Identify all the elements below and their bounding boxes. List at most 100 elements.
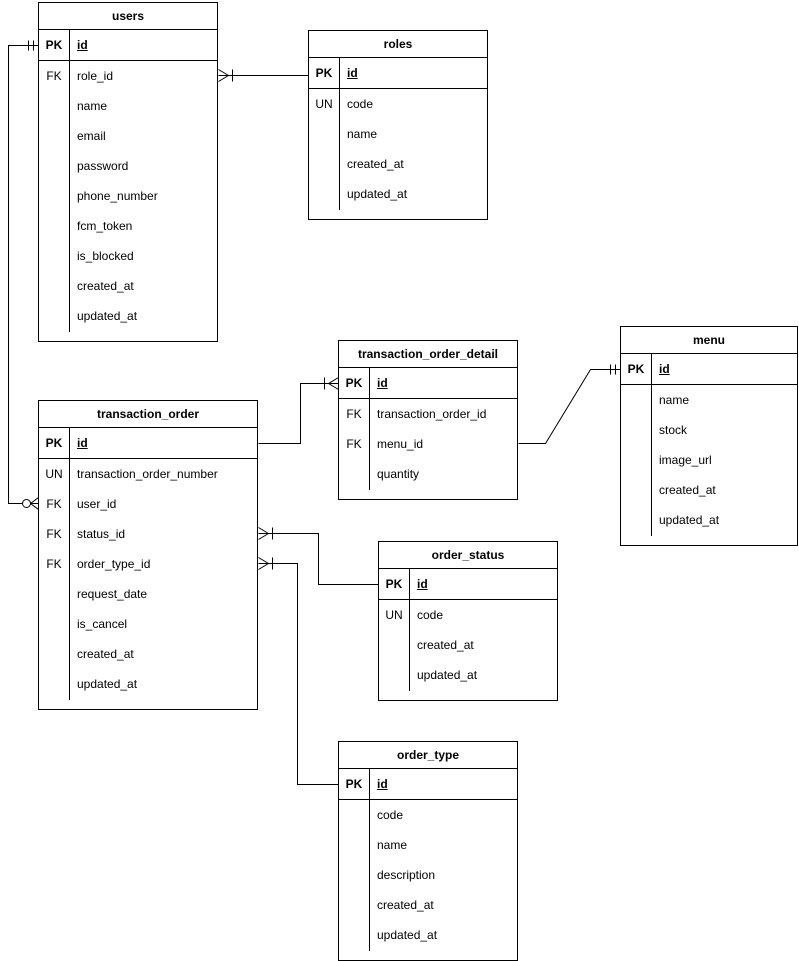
row-field-name: transaction_order_number: [77, 467, 218, 481]
key-column-divider: [369, 769, 370, 951]
row-field-name: code: [347, 97, 374, 111]
row-key-label: PK: [45, 38, 63, 52]
entity-row: UN code: [379, 600, 557, 630]
entity-row: name: [621, 385, 797, 415]
row-field-name: created_at: [417, 638, 474, 652]
cardinality-zero-or-many-icon: [30, 497, 39, 510]
relationship-line: [518, 369, 621, 444]
row-field-name: id: [347, 66, 358, 80]
key-column-divider: [369, 368, 370, 490]
row-field-name: menu_id: [377, 437, 424, 451]
row-field-name: name: [377, 838, 408, 852]
row-key-label: PK: [345, 777, 363, 791]
entity-row: request_date: [39, 579, 257, 609]
entity-row: is_blocked: [39, 241, 217, 271]
row-field-name: id: [417, 577, 428, 591]
row-field-name: created_at: [659, 483, 716, 497]
relationship-line: [258, 383, 339, 444]
row-field-name: updated_at: [659, 513, 720, 527]
entity-row: updated_at: [339, 920, 517, 950]
row-field-name: code: [417, 608, 444, 622]
relationship-line: [258, 533, 379, 585]
relationship-transaction_order-status_id--order_status-id[interactable]: [258, 527, 379, 585]
entity-row: phone_number: [39, 181, 217, 211]
entity-row: updated_at: [621, 505, 797, 535]
row-field-name: order_type_id: [77, 557, 151, 571]
row-key-label: PK: [315, 66, 333, 80]
row-field-name: updated_at: [377, 928, 438, 942]
row-field-name: created_at: [377, 898, 434, 912]
row-key-label: UN: [385, 608, 403, 622]
row-field-name: password: [77, 159, 129, 173]
row-field-name: updated_at: [347, 187, 408, 201]
relationship-transaction_order_detail-menu_id--menu-id[interactable]: [518, 364, 621, 444]
row-key-label: UN: [315, 97, 333, 111]
entity-row: fcm_token: [39, 211, 217, 241]
cardinality-zero-circle-icon: [22, 499, 31, 508]
row-field-name: status_id: [77, 527, 126, 541]
entity-row: stock: [621, 415, 797, 445]
row-key-label: PK: [385, 577, 403, 591]
entity-title: users: [39, 3, 217, 30]
relationship-users-role_id--roles-id[interactable]: [218, 69, 309, 82]
cardinality-one-or-many-icon: [258, 557, 273, 570]
row-field-name: created_at: [77, 279, 134, 293]
row-field-name: updated_at: [77, 677, 138, 691]
row-key-label: FK: [46, 497, 62, 511]
entity-row: is_cancel: [39, 609, 257, 639]
entity-row: email: [39, 121, 217, 151]
entity-title: order_type: [339, 742, 517, 769]
row-field-name: code: [377, 808, 404, 822]
entity-row: password: [39, 151, 217, 181]
entity-row: updated_at: [39, 669, 257, 699]
entity-row: UN code: [309, 89, 487, 119]
row-field-name: name: [347, 127, 378, 141]
relationship-line: [8, 45, 39, 504]
row-key-label: PK: [345, 376, 363, 390]
row-field-name: email: [77, 129, 106, 143]
row-field-name: created_at: [347, 157, 404, 171]
relationship-line: [258, 563, 339, 785]
row-field-name: updated_at: [77, 309, 138, 323]
key-column-divider: [339, 58, 340, 210]
relationship-transaction_order-order_type_id--order_type-id[interactable]: [258, 557, 339, 785]
entity-row: updated_at: [309, 179, 487, 209]
row-key-label: FK: [346, 407, 362, 421]
row-key-label: FK: [46, 557, 62, 571]
cardinality-one-or-many-icon: [258, 527, 273, 540]
key-column-divider: [651, 354, 652, 536]
entity-row: name: [339, 830, 517, 860]
entity-row: created_at: [39, 639, 257, 669]
entity-row: image_url: [621, 445, 797, 475]
row-key-label: FK: [346, 437, 362, 451]
relationship-users-id--transaction_order-user_id[interactable]: [8, 40, 39, 510]
entity-row: updated_at: [39, 301, 217, 331]
key-column-divider: [69, 428, 70, 700]
key-column-divider: [69, 30, 70, 332]
row-field-name: is_cancel: [77, 617, 128, 631]
relationship-transaction_order-id--transaction_order_detail-id[interactable]: [258, 377, 339, 444]
row-field-name: image_url: [659, 453, 712, 467]
entity-row: created_at: [309, 149, 487, 179]
row-field-name: name: [659, 393, 690, 407]
cardinality-one-or-many-icon: [324, 377, 339, 390]
entity-title: menu: [621, 327, 797, 354]
entity-row: created_at: [339, 890, 517, 920]
